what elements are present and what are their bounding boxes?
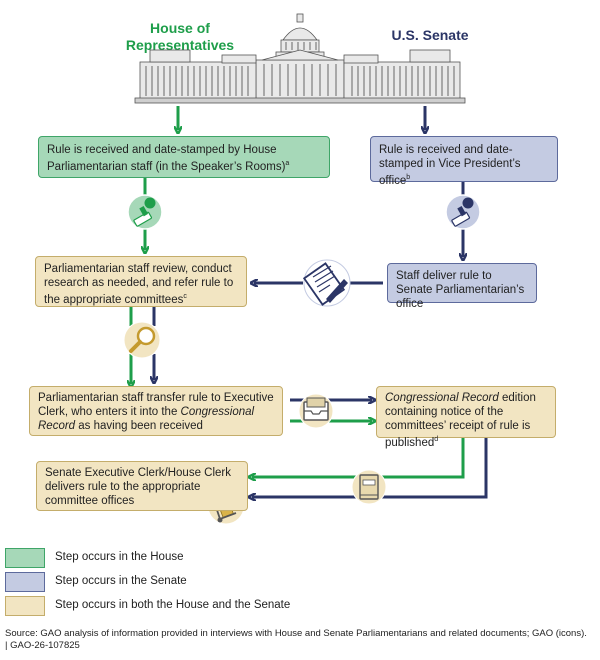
step-transfer-text-italic: Congressional Record: [38, 406, 255, 432]
step-senate-received: Rule is received and date-stamped in Vic…: [370, 136, 558, 187]
stamp-icon-senate: [445, 194, 481, 230]
inbox-tray-icon: [298, 393, 334, 429]
document-pen-icon: [302, 259, 351, 307]
legend-swatch-both: [5, 596, 45, 616]
arrow-house-7: [252, 438, 465, 477]
footnote-a: a: [285, 160, 290, 167]
footnote-c: c: [183, 293, 187, 300]
magnifier-icon: [123, 321, 161, 359]
footnote-d: d: [434, 436, 439, 443]
step-clerk-deliver-text: Senate Executive Clerk/House Clerk deliv…: [45, 467, 231, 507]
step-parliamentarian-review: Parliamentarian staff review, conduct re…: [35, 256, 247, 307]
legend-swatch-house: [5, 548, 45, 568]
step-record-text-italic: Congressional Record: [385, 392, 499, 404]
senate-header: U.S. Senate: [391, 27, 469, 43]
legend-swatch-senate: [5, 572, 45, 592]
legend-label-senate: Step occurs in the Senate: [55, 575, 187, 587]
step-transfer-to-clerk: Parliamentarian staff transfer rule to E…: [29, 386, 283, 436]
step-record-published: Congressional Record edition containing …: [376, 386, 556, 449]
footnote-b: b: [406, 174, 411, 181]
step-senate-received-text: Rule is received and date-stamped in Vic…: [379, 144, 521, 187]
step-staff-deliver-text: Staff deliver rule to Senate Parliamenta…: [396, 270, 525, 310]
step-parliamentarian-review-text: Parliamentarian staff review, conduct re…: [44, 263, 234, 306]
step-clerk-deliver: Senate Executive Clerk/House Clerk deliv…: [36, 461, 248, 511]
legend-label-house: Step occurs in the House: [55, 551, 184, 563]
house-header: House of Representatives: [125, 20, 235, 53]
step-transfer-text-b: as having been received: [75, 420, 203, 432]
step-record-text: edition containing notice of the committ…: [385, 392, 536, 449]
stamp-icon: [127, 194, 163, 230]
source-note: Source: GAO analysis of information prov…: [5, 628, 587, 651]
legend-label-both: Step occurs in both the House and the Se…: [55, 599, 291, 611]
book-icon: [351, 469, 387, 505]
arrow-senate-9: [252, 438, 488, 497]
step-staff-deliver: Staff deliver rule to Senate Parliamenta…: [387, 263, 537, 310]
step-house-received: Rule is received and date-stamped by Hou…: [38, 136, 330, 178]
step-house-received-text: Rule is received and date-stamped by Hou…: [47, 144, 286, 173]
step-transfer-text-a: Parliamentarian staff transfer rule to E…: [38, 392, 274, 418]
